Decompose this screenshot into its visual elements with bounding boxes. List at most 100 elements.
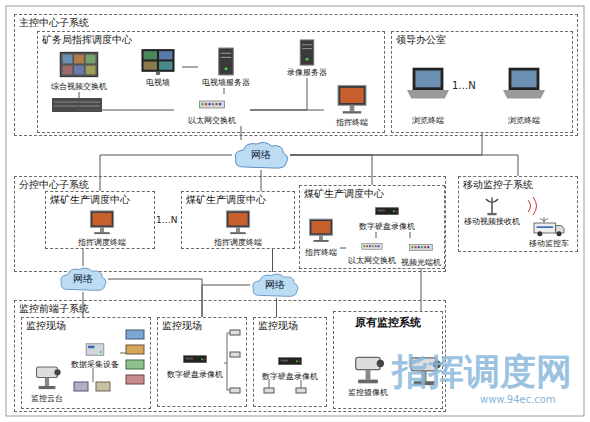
laptop-icon-part	[503, 90, 545, 98]
monitor-icon-part	[92, 213, 111, 226]
group-heading: 分控中心子系统	[19, 179, 89, 191]
monitor-icon-part	[226, 211, 249, 227]
monitor-icon	[208, 208, 268, 237]
camera-icon-part	[39, 386, 56, 389]
rack-line	[54, 102, 100, 103]
group-heading: 矿务局指挥调度中心	[42, 34, 132, 46]
monitor-icon-part	[94, 232, 109, 234]
monitor-icon-part	[319, 235, 323, 240]
device-node: 数字硬盘录像机	[164, 350, 226, 380]
box-icon-part	[86, 344, 104, 355]
connector-line	[290, 155, 372, 185]
cloud-label: 网络	[58, 273, 108, 285]
laptop-icon	[400, 54, 456, 115]
switch-icon-part	[369, 245, 371, 247]
node-label: 网络	[232, 149, 290, 161]
device-label: 移动监控车	[523, 239, 575, 249]
switchbox-icon	[46, 48, 112, 81]
switchbox-icon-part	[63, 55, 73, 64]
camera-icon-part	[356, 357, 381, 369]
node-label: 电视墙	[134, 78, 182, 88]
network-cloud: 网络	[58, 266, 108, 292]
wire	[227, 363, 230, 390]
device-label: 指挥终端	[324, 118, 380, 128]
switch-icon-part	[364, 245, 366, 247]
connector-line	[272, 249, 273, 272]
rack-equipment	[52, 98, 102, 112]
tvwall-icon-part	[144, 62, 157, 70]
server-icon	[284, 38, 330, 67]
dvr-icon-part	[184, 356, 207, 363]
monitor-icon	[302, 214, 340, 247]
camera-stand	[421, 371, 426, 381]
node-label: 矿务局指挥调度中心	[42, 34, 132, 46]
sensor-symbol	[96, 382, 110, 391]
wire	[224, 333, 230, 363]
monitor-icon	[72, 208, 132, 237]
device-node: 浏览终端	[496, 54, 552, 126]
laptop-icon	[496, 54, 552, 115]
group-heading: 主控中心子系统	[19, 17, 89, 29]
device-node: 电视墙	[134, 46, 182, 88]
node-label: 监控前端子系统	[19, 303, 89, 315]
connector-line	[276, 298, 277, 317]
node-label: 移动监控车	[523, 239, 575, 249]
device-label: 浏览终端	[400, 116, 456, 126]
node-label: 数字硬盘录像机	[164, 370, 226, 380]
node-label: 移动监控子系统	[463, 179, 533, 191]
camera-symbol	[230, 352, 240, 357]
connector-line	[100, 155, 232, 191]
group-box: 分控中心子系统煤矿生产调度中心指挥调度终端煤矿生产调度中心指挥调度终端煤矿生产调…	[14, 176, 446, 272]
monitor-icon-part	[313, 240, 328, 242]
monitor-icon-part	[343, 111, 362, 113]
monitor-icon-part	[228, 213, 247, 226]
node-label: 以太网交换机	[174, 116, 250, 126]
switch-icon-part	[216, 103, 218, 105]
node-label: 煤矿生产调度中心	[50, 194, 130, 206]
antenna-icon	[463, 193, 521, 216]
group-heading: 监控现场	[26, 320, 66, 332]
camera-lens	[433, 360, 441, 368]
group-box: 移动监控子系统移动视频接收机移动监控车	[458, 176, 578, 252]
box-icon	[68, 340, 122, 359]
device-node: 监控摄像机	[342, 350, 394, 398]
dvr-icon-part	[279, 358, 302, 365]
node-label: 监控现场	[26, 320, 66, 332]
switch-icon-part	[412, 246, 414, 248]
switchbox-icon-part	[60, 52, 97, 76]
connector-line	[202, 285, 250, 317]
node-label: 浏览终端	[496, 116, 552, 126]
monitor-icon-part	[310, 219, 333, 235]
connector-line	[410, 232, 411, 238]
device-node: 指挥调度终端	[208, 208, 268, 248]
camera-symbol	[264, 388, 274, 393]
group-heading: 监控现场	[258, 320, 298, 332]
truck-icon-part	[537, 231, 542, 236]
antenna-icon-part	[491, 198, 493, 215]
switch-icon-part	[378, 245, 380, 247]
device-node: 数字硬盘录像机	[354, 202, 420, 232]
switch-icon-part	[366, 245, 368, 247]
switchbox-icon-part	[74, 55, 84, 64]
device-label: 数据采集设备	[68, 360, 122, 370]
group-box: 煤矿生产调度中心指挥终端数字硬盘录像机以太网交换机视频光端机	[299, 185, 445, 269]
dvr-icon-part	[296, 360, 298, 362]
device-node: 录像服务器	[284, 38, 330, 78]
device-node: 数字硬盘录像机	[258, 352, 322, 382]
antenna-icon-part	[487, 213, 496, 215]
server-icon-part	[306, 58, 309, 61]
node-label: 指挥调度终端	[208, 238, 268, 248]
monitor-icon-part	[350, 105, 355, 111]
switch-icon-part	[209, 103, 211, 105]
sensor-symbol	[126, 360, 144, 369]
node-label: 指挥终端	[324, 118, 380, 128]
group-box: 煤矿生产调度中心指挥调度终端	[45, 191, 155, 249]
connector-line	[290, 155, 518, 176]
server-icon-part	[302, 48, 312, 49]
cloud-label: 网络	[232, 149, 290, 161]
connector-line	[261, 170, 262, 191]
rack-line	[54, 106, 100, 107]
network-cloud: 网络	[232, 140, 290, 170]
camera-symbol	[411, 358, 441, 385]
